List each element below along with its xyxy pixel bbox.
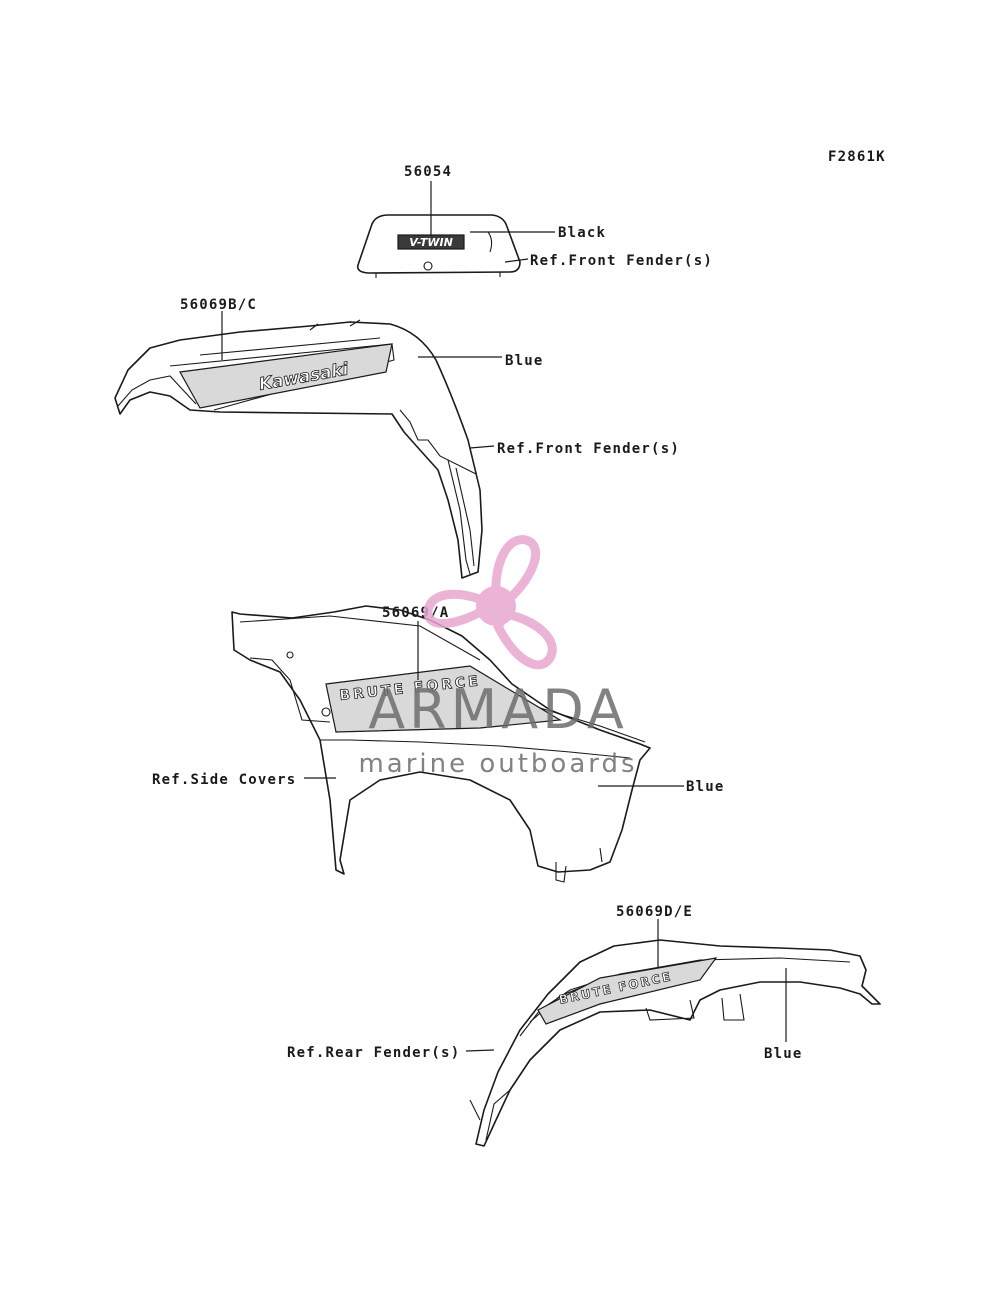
color-note-blue-3: Blue	[764, 1046, 803, 1062]
color-note-black: Black	[558, 225, 606, 241]
watermark-tagline: marine outboards	[358, 749, 637, 779]
color-note-blue-2: Blue	[686, 779, 725, 795]
v-twin-badge-text: V-TWIN	[409, 236, 453, 249]
ref-side-covers: Ref.Side Covers	[152, 772, 296, 788]
propeller-logo-icon	[423, 535, 557, 670]
v-twin-emblem-part: V-TWIN	[356, 214, 521, 278]
watermark-brand: ARMADA	[368, 678, 628, 741]
part-number-56069b-c: 56069B/C	[180, 297, 257, 313]
figure-code: F2861K	[828, 149, 886, 165]
part-number-56054: 56054	[404, 164, 452, 180]
side-cover-part: BRUTE FORCE	[231, 605, 651, 883]
color-note-blue-1: Blue	[505, 353, 544, 369]
armada-watermark: ARMADA marine outboards	[358, 535, 637, 779]
ref-front-fender-1: Ref.Front Fender(s)	[530, 253, 713, 269]
ref-rear-fender: Ref.Rear Fender(s)	[287, 1045, 460, 1061]
ref-front-fender-2: Ref.Front Fender(s)	[497, 441, 680, 457]
front-fender-part: Kawasaki	[114, 319, 483, 579]
part-number-56069d-e: 56069D/E	[616, 904, 693, 920]
rear-fender-part: BRUTE FORCE	[469, 939, 881, 1147]
part-number-56069-a: 56069/A	[382, 605, 449, 621]
